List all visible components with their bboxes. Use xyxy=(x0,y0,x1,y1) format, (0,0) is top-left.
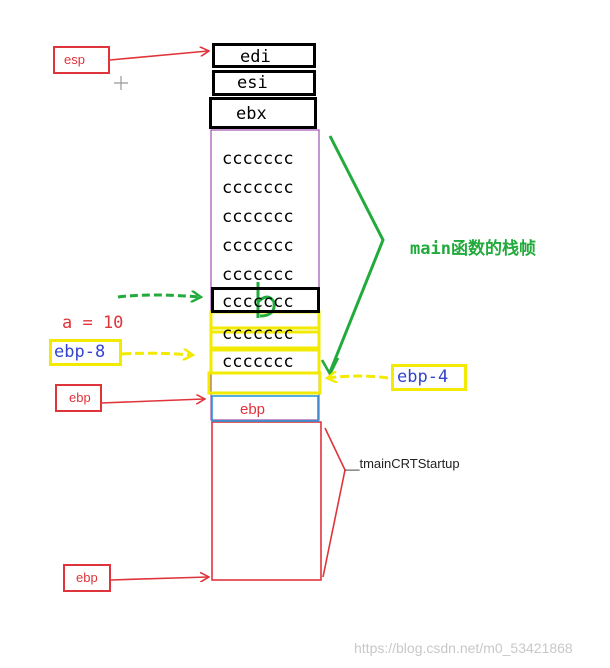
fill-row: ccccccc xyxy=(222,352,294,372)
stack-cell-esi xyxy=(212,70,316,96)
yellow-slot-4 xyxy=(207,371,322,395)
ebp-bottom-label-box xyxy=(63,564,111,592)
ebp-minus-8-label: ebp-8 xyxy=(54,342,106,362)
ebp-minus-4-label: ebp-4 xyxy=(397,367,449,387)
fill-row: ccccccc xyxy=(222,207,294,227)
ebp-bottom-label: ebp xyxy=(76,570,98,585)
yellow-arrow-ebp-8 xyxy=(121,353,192,355)
cursor-crosshair xyxy=(114,76,128,90)
esp-label-box xyxy=(53,46,110,74)
ebp-top-label: ebp xyxy=(69,390,91,405)
reg-edi: edi xyxy=(240,47,271,67)
esp-arrow xyxy=(109,51,208,61)
reg-ebx: ebx xyxy=(236,104,267,124)
reg-esi: esi xyxy=(237,73,268,93)
fill-row: ccccccc xyxy=(222,292,294,312)
stack-cell-edi xyxy=(212,43,316,68)
ebp-minus-4-box xyxy=(391,364,467,391)
stack-cell-b xyxy=(211,287,320,313)
main-locals-border xyxy=(210,129,320,421)
stack-cell-ebx xyxy=(209,97,317,129)
ebp-minus-8-box xyxy=(49,339,122,366)
watermark: https://blog.csdn.net/m0_53421868 xyxy=(354,640,573,656)
ebp-cell-border xyxy=(211,395,319,422)
fill-row: ccccccc xyxy=(222,324,294,344)
esp-label: esp xyxy=(64,52,85,67)
main-frame-label: main函数的栈帧 xyxy=(410,239,536,259)
startup-frame-label: __tmainCRTStartup xyxy=(345,456,460,471)
yellow-arrow-ebp-4 xyxy=(328,376,389,378)
startup-bracket xyxy=(322,427,346,578)
fill-row: ccccccc xyxy=(222,265,294,285)
ebp-top-arrow xyxy=(100,399,204,403)
yellow-slot-2 xyxy=(209,326,321,350)
ebp-cell-label: ebp xyxy=(240,401,266,418)
startup-frame-box xyxy=(211,421,322,581)
fill-row: ccccccc xyxy=(222,236,294,256)
main-frame-bracket xyxy=(328,135,385,373)
ebp-top-label-box xyxy=(55,384,102,412)
green-arrow-to-b xyxy=(117,295,200,297)
fill-row: ccccccc xyxy=(222,149,294,169)
ebp-bottom-arrow xyxy=(109,577,208,580)
a-value-label: a = 10 xyxy=(62,313,124,333)
fill-row: ccccccc xyxy=(222,178,294,198)
